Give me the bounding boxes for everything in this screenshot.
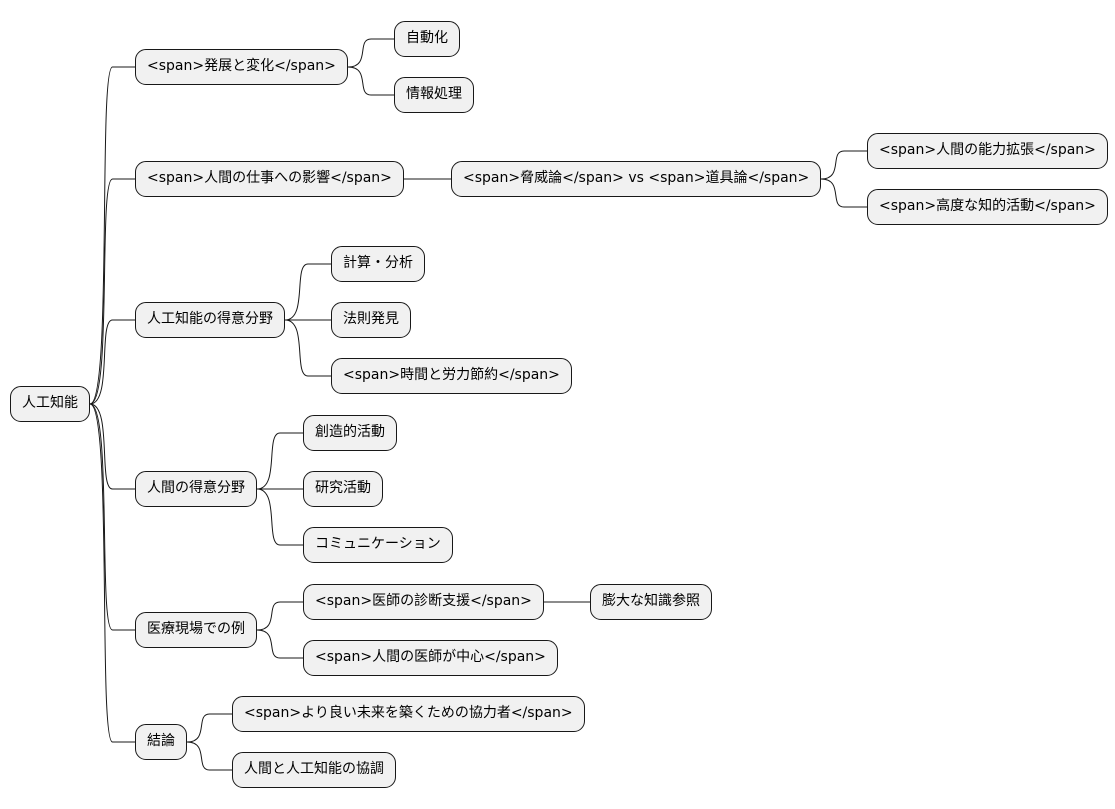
connector-line: [256, 432, 303, 490]
leaf-node-human-doctor-central: <span>人間の医師が中心</span>: [303, 640, 558, 676]
connector-line: [284, 263, 331, 321]
connector-line: [89, 403, 135, 743]
connector-line: [186, 713, 232, 743]
branch-node-ai-strengths: 人工知能の得意分野: [135, 302, 285, 338]
connector-line: [89, 66, 135, 405]
leaf-node-time-labor-saving: <span>時間と労力節約</span>: [331, 358, 572, 394]
connector-line: [89, 403, 135, 631]
leaf-node-capability-expansion: <span>人間の能力拡張</span>: [867, 133, 1108, 169]
connector-line: [256, 629, 303, 659]
leaf-node-communication: コミュニケーション: [303, 527, 453, 563]
connector-line: [347, 66, 394, 96]
branch-node-medical-example: 医療現場での例: [135, 612, 257, 648]
leaf-node-rule-discovery: 法則発見: [331, 302, 411, 338]
leaf-node-information-processing: 情報処理: [394, 77, 474, 113]
leaf-node-advanced-intellectual-activity: <span>高度な知的活動</span>: [867, 189, 1108, 225]
connector-line: [820, 150, 867, 180]
branch-node-conclusion: 結論: [135, 724, 187, 760]
connector-line: [256, 601, 303, 631]
connector-line: [186, 741, 232, 771]
branch-node-work-impact: <span>人間の仕事への影響</span>: [135, 161, 404, 197]
sub-node-diagnosis-support: <span>医師の診断支援</span>: [303, 584, 544, 620]
leaf-node-human-ai-cooperation: 人間と人工知能の協調: [232, 752, 396, 788]
connector-line: [820, 178, 867, 208]
connector-line: [284, 319, 331, 377]
root-node: 人工知能: [10, 386, 90, 422]
leaf-node-automation: 自動化: [394, 21, 460, 57]
branch-node-human-strengths: 人間の得意分野: [135, 471, 257, 507]
connector-line: [89, 319, 135, 405]
connector-line: [89, 403, 135, 490]
connector-line: [347, 38, 394, 68]
sub-node-threat-vs-tool: <span>脅威論</span> vs <span>道具論</span>: [451, 161, 822, 197]
connector-line: [89, 178, 135, 405]
branch-node-development: <span>発展と変化</span>: [135, 49, 348, 85]
leaf-node-vast-knowledge: 膨大な知識参照: [590, 584, 712, 620]
leaf-node-creative-activity: 創造的活動: [303, 415, 397, 451]
leaf-node-calculation-analysis: 計算・分析: [331, 246, 425, 282]
connector-line: [256, 488, 303, 546]
leaf-node-collaborator: <span>より良い未来を築くための協力者</span>: [232, 696, 585, 732]
leaf-node-research-activity: 研究活動: [303, 471, 383, 507]
